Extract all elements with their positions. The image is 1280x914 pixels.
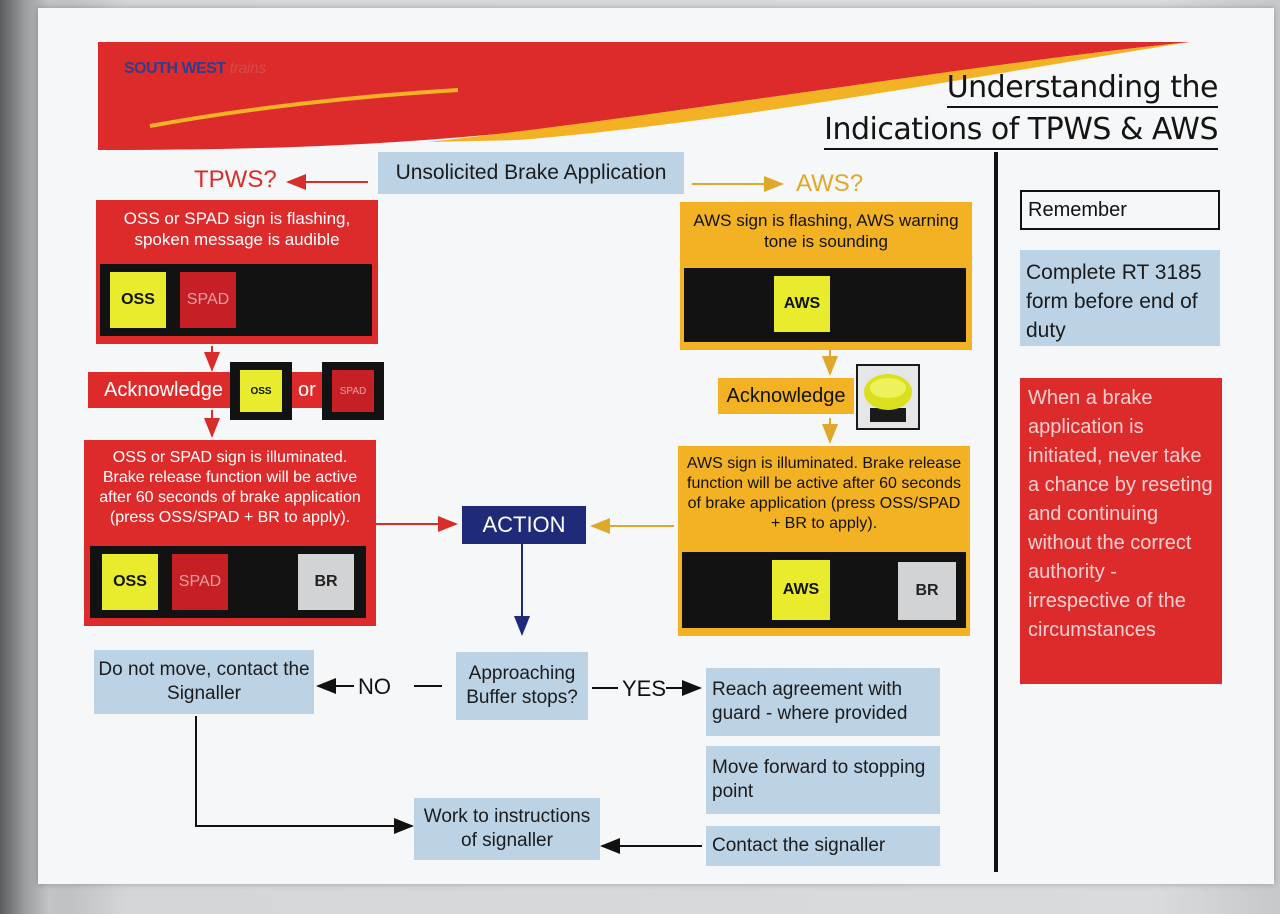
tpws-step2-br-button: BR <box>298 554 354 610</box>
final-box: Work to instructions of signaller <box>414 798 600 860</box>
aws-heading: AWS? <box>796 170 864 197</box>
no-outcome-box: Do not move, contact the Signaller <box>94 650 314 714</box>
tpws-step1-text: OSS or SPAD sign is flashing, spoken mes… <box>123 209 351 249</box>
tpws-step2-text: OSS or SPAD sign is illuminated. Brake r… <box>99 449 361 526</box>
tpws-spad-button: SPAD <box>180 272 236 328</box>
question-box: Approaching Buffer stops? <box>456 652 588 720</box>
aws-step2-br-button: BR <box>898 562 956 620</box>
banner-yellow-stroke <box>149 88 459 128</box>
complete-form-box: Complete RT 3185 form before end of duty <box>1020 250 1220 346</box>
page-title-line2: Indications of TPWS & AWS <box>824 112 1218 150</box>
tpws-ack-oss-button: OSS <box>240 370 282 412</box>
tpws-oss-button: OSS <box>110 272 166 328</box>
aws-step2-aws-button: AWS <box>772 560 830 620</box>
yes-step1-box: Reach agreement with guard - where provi… <box>706 668 940 736</box>
aws-step2-text: AWS sign is illuminated. Brake release f… <box>686 455 962 532</box>
warning-box: When a brake application is initiated, n… <box>1020 378 1222 684</box>
yes-step3-box: Contact the signaller <box>706 826 940 866</box>
tpws-ack-spad-button: SPAD <box>332 370 374 412</box>
yes-label: YES <box>622 676 667 701</box>
no-label: NO <box>358 674 391 699</box>
logo-main: SOUTH WEST <box>124 60 226 77</box>
start-box: Unsolicited Brake Application <box>378 152 684 194</box>
aws-ack-plunger-icon <box>864 374 912 422</box>
remember-box: Remember <box>1020 190 1220 230</box>
aws-ack-label: Acknowledge <box>718 378 854 414</box>
yes-step2-box: Move forward to stopping point <box>706 746 940 814</box>
tpws-step2-oss-button: OSS <box>102 554 158 610</box>
aws-button: AWS <box>774 276 830 332</box>
header-banner <box>98 42 1190 150</box>
tpws-step2-spad-button: SPAD <box>172 554 228 610</box>
divider-line <box>994 152 998 872</box>
page-title-line1: Understanding the <box>946 70 1219 108</box>
tpws-ack-label: Acknowledge <box>104 378 223 401</box>
action-box: ACTION <box>462 506 586 544</box>
aws-step1-text: AWS sign is flashing, AWS warning tone i… <box>693 211 959 251</box>
banner-yellow-swoosh <box>428 42 1190 142</box>
aws-ack-plunger-frame <box>856 364 920 430</box>
logo-sub: trains <box>229 60 267 77</box>
banner-red-swoosh <box>98 42 1190 150</box>
tpws-heading: TPWS? <box>194 166 277 193</box>
tpws-ack-or: or <box>298 378 316 401</box>
arrow-no-to-final <box>195 716 414 834</box>
